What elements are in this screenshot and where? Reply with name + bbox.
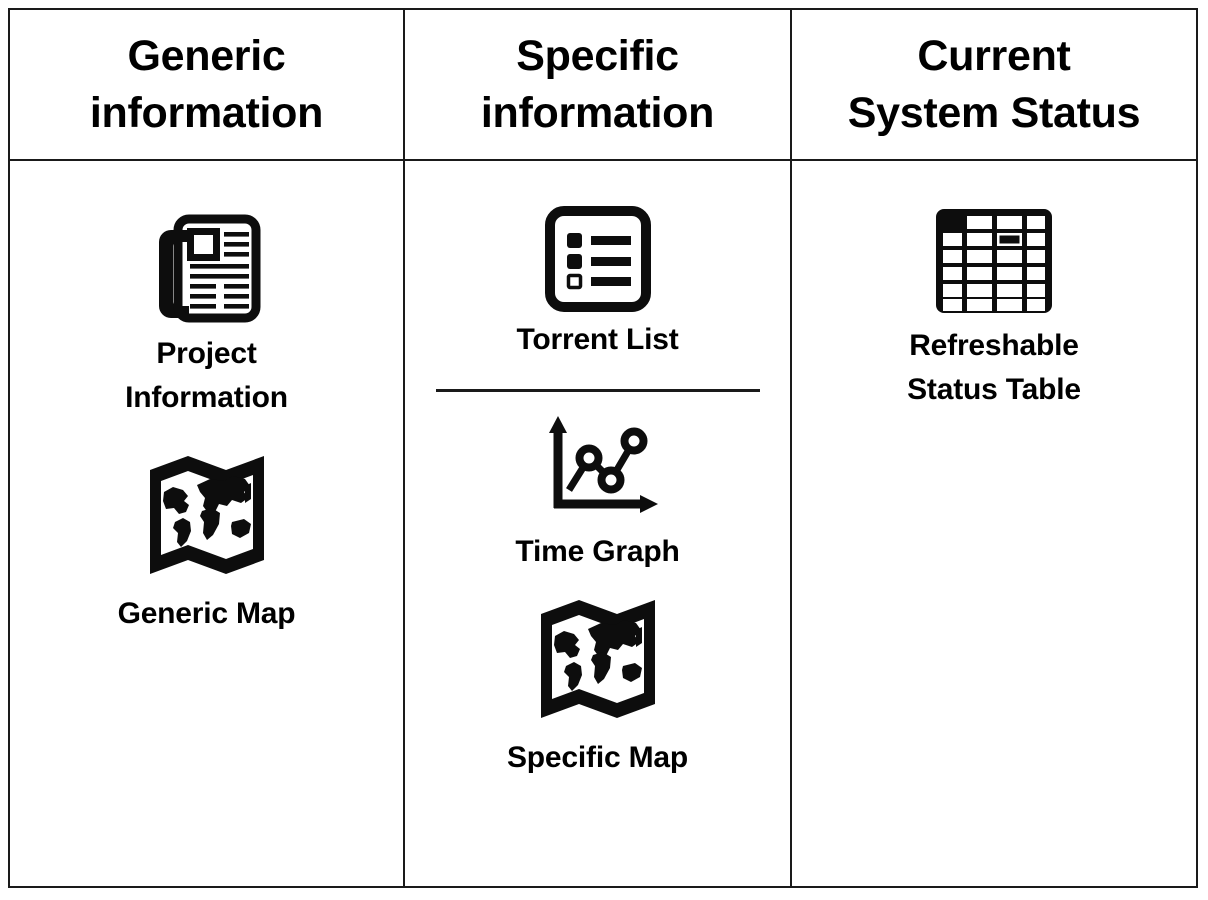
folded-map-icon bbox=[144, 448, 270, 582]
header-cell-generic-information: Generic information bbox=[10, 10, 403, 159]
header-label-specific-information: Specific information bbox=[480, 31, 715, 137]
header-cell-current-system-status: Current System Status bbox=[792, 10, 1196, 159]
line-chart-icon bbox=[534, 408, 662, 530]
header-label-generic-information: Generic information bbox=[89, 31, 324, 137]
column-current-system-status: Refreshable Status Table bbox=[792, 161, 1196, 886]
newspaper-icon bbox=[141, 200, 273, 332]
item-refreshable-status-table[interactable]: Refreshable Status Table bbox=[792, 200, 1196, 412]
column-generic-information: Project Information bbox=[10, 161, 403, 886]
item-label-refreshable-status-table: Refreshable Status Table bbox=[907, 329, 1081, 407]
item-project-information[interactable]: Project Information bbox=[10, 200, 403, 420]
list-icon bbox=[539, 200, 657, 318]
column-specific-information: Torrent List bbox=[403, 161, 792, 886]
item-label-project-information: Project Information bbox=[125, 337, 288, 415]
section-divider bbox=[435, 389, 760, 393]
item-torrent-list[interactable]: Torrent List bbox=[405, 200, 790, 362]
item-label-time-graph: Time Graph bbox=[515, 535, 680, 569]
item-label-specific-map: Specific Map bbox=[507, 741, 688, 775]
header-label-current-system-status: Current System Status bbox=[847, 31, 1141, 137]
grid-table-icon bbox=[927, 200, 1061, 324]
item-generic-map[interactable]: Generic Map bbox=[10, 448, 403, 636]
item-label-torrent-list: Torrent List bbox=[516, 323, 679, 356]
item-time-graph[interactable]: Time Graph bbox=[405, 408, 790, 574]
comparison-table: Generic information Specific information… bbox=[8, 8, 1198, 888]
header-cell-specific-information: Specific information bbox=[403, 10, 792, 159]
item-specific-map[interactable]: Specific Map bbox=[405, 592, 790, 780]
folded-map-icon bbox=[535, 592, 661, 726]
table-header-row: Generic information Specific information… bbox=[10, 10, 1196, 161]
table-body-row: Project Information bbox=[10, 161, 1196, 886]
item-label-generic-map: Generic Map bbox=[117, 597, 296, 631]
